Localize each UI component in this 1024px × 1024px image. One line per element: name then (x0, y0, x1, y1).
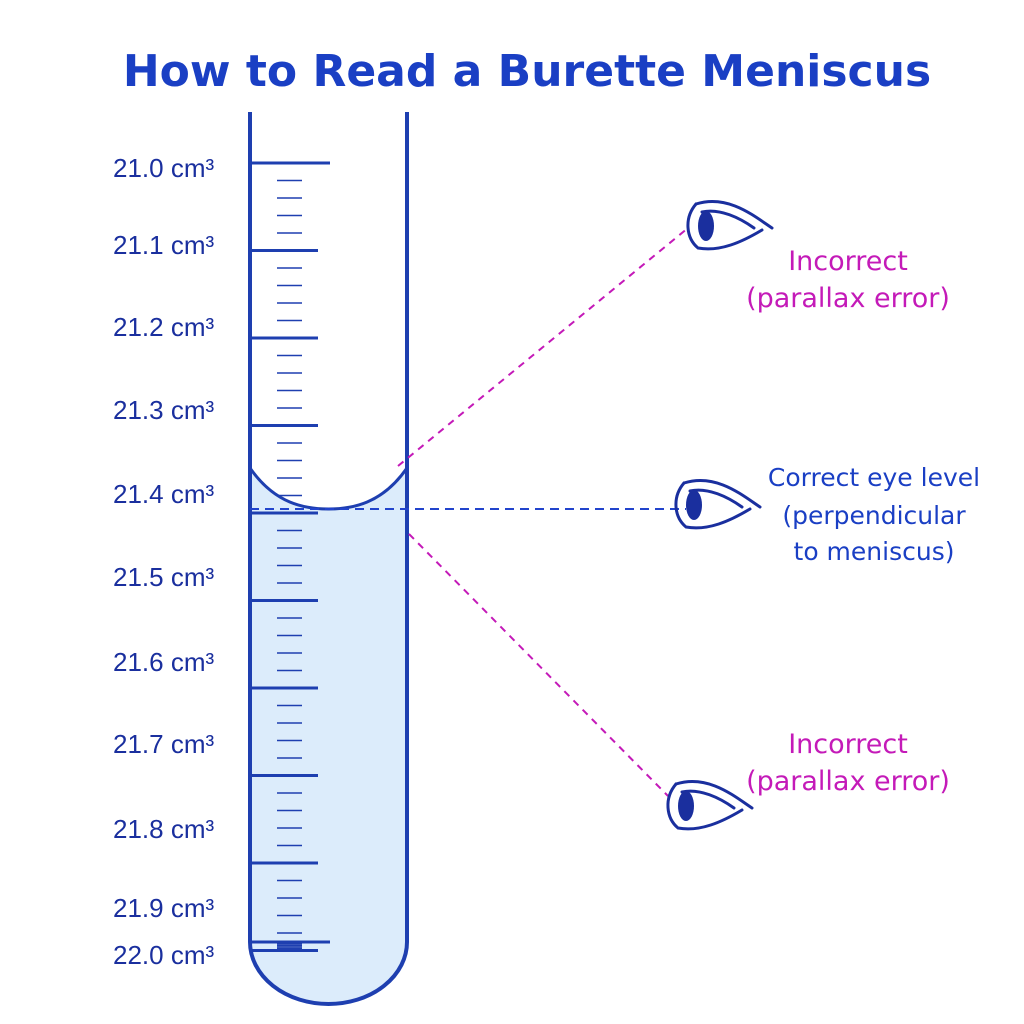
scale-label: 21.4 cm³ (113, 479, 214, 509)
eye-icon-low (666, 780, 754, 831)
scale-label: 21.5 cm³ (113, 562, 214, 592)
scale-label: 21.6 cm³ (113, 647, 214, 677)
scale-labels: 21.0 cm³ 21.1 cm³ 21.2 cm³ 21.3 cm³ 21.4 cm³… (113, 153, 214, 970)
scale-label: 21.1 cm³ (113, 230, 214, 260)
scale-label: 21.2 cm³ (113, 312, 214, 342)
caption-low-line: (parallax error) (746, 766, 950, 797)
caption-level-line: to meniscus) (794, 537, 955, 566)
eye-icon-high (686, 200, 774, 251)
page-title: How to Read a Burette Meniscus (123, 46, 931, 97)
sight-lines (250, 227, 689, 797)
view-captions: Incorrect (parallax error) Correct eye lev… (746, 246, 980, 797)
scale-label: 22.0 cm³ (113, 940, 214, 970)
caption-level-line: (perpendicular (782, 501, 966, 530)
sight-line-high (397, 227, 689, 467)
burette-wall (248, 112, 409, 1006)
burette-tube (248, 112, 409, 1006)
eyes (666, 200, 774, 831)
caption-low-line: Incorrect (788, 729, 908, 760)
graduation-marks (250, 161, 330, 952)
sight-line-low (408, 533, 669, 797)
scale-label: 21.3 cm³ (113, 395, 214, 425)
caption-high-line: Incorrect (788, 246, 908, 277)
scale-label: 21.0 cm³ (113, 153, 214, 183)
liquid-column (250, 468, 407, 1004)
scale-label: 21.8 cm³ (113, 814, 214, 844)
caption-high-line: (parallax error) (746, 283, 950, 314)
liquid (248, 467, 409, 1004)
scale-label: 21.7 cm³ (113, 729, 214, 759)
eye-icon-level (674, 479, 762, 530)
scale-label: 21.9 cm³ (113, 893, 214, 923)
caption-level-line: Correct eye level (768, 463, 980, 492)
